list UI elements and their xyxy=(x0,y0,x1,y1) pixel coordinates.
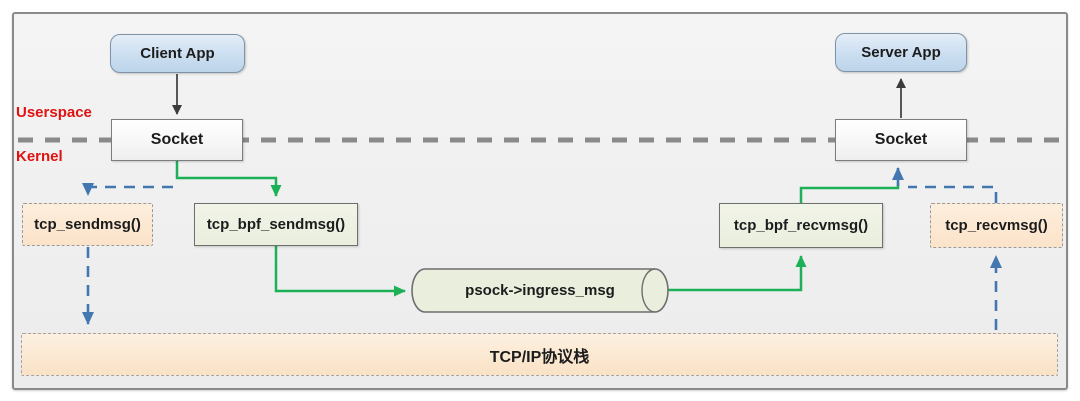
ingress-msg-cylinder-rim xyxy=(641,268,656,313)
arrow-bpf-sendmsg-to-queue xyxy=(274,246,406,297)
diagram-frame xyxy=(12,12,1068,390)
client-app-node: Client App xyxy=(110,34,245,73)
userspace-label: Userspace xyxy=(16,104,92,121)
tcpip-stack-node: TCP/IP协议栈 xyxy=(21,333,1058,376)
arrow-tcp-recvmsg-to-socket xyxy=(908,185,998,203)
arrow-socket-to-tcp-sendmsg xyxy=(82,183,173,196)
kernel-label: Kernel xyxy=(16,148,63,165)
ingress-msg-queue-label: psock->ingress_msg xyxy=(465,282,615,299)
socket-left-node: Socket xyxy=(111,119,243,161)
server-app-node: Server App xyxy=(835,33,967,72)
socket-right-node: Socket xyxy=(835,119,967,161)
tcp-sendmsg-node: tcp_sendmsg() xyxy=(22,203,153,246)
tcp-recvmsg-node: tcp_recvmsg() xyxy=(930,203,1063,248)
arrow-socket-to-bpf-sendmsg xyxy=(175,161,282,197)
arrow-queue-to-bpf-recvmsg xyxy=(668,255,807,292)
tcp-bpf-sendmsg-node: tcp_bpf_sendmsg() xyxy=(194,203,358,246)
arrow-bpf-recvmsg-to-socket xyxy=(799,183,900,203)
tcp-bpf-recvmsg-node: tcp_bpf_recvmsg() xyxy=(719,203,883,248)
